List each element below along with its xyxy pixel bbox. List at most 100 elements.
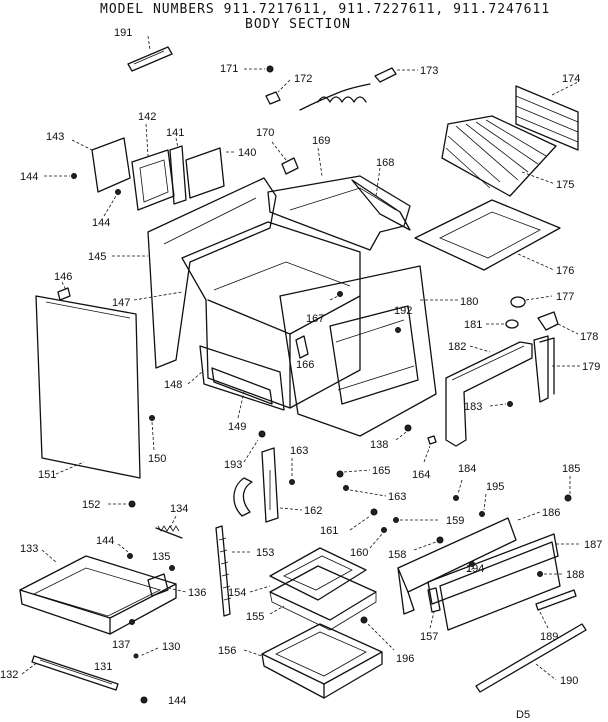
label-131: 131 (94, 661, 112, 673)
part-166-hinge-pin (295, 335, 309, 359)
label-144-c: 144 (96, 535, 114, 547)
label-143: 143 (46, 131, 64, 143)
part-152-screw (108, 500, 136, 508)
part-196-screw (360, 616, 395, 651)
label-173: 173 (420, 65, 438, 77)
part-151-side-panel (35, 295, 141, 479)
part-176-broiler-pan (414, 199, 561, 271)
part-185-screw (564, 476, 572, 502)
part-172-clip (265, 79, 291, 105)
part-190-trim-strip (475, 623, 587, 693)
label-192: 192 (394, 305, 412, 317)
label-177: 177 (556, 291, 574, 303)
part-144-screw-lower (117, 543, 148, 704)
label-159: 159 (446, 515, 464, 527)
part-146-clip (57, 281, 71, 301)
label-178: 178 (580, 331, 598, 343)
label-163-a: 163 (290, 445, 308, 457)
part-130-screw (133, 647, 159, 659)
label-185: 185 (562, 463, 580, 475)
label-132: 132 (0, 669, 18, 681)
part-154-broiler-grid (249, 547, 367, 601)
label-157: 157 (420, 631, 438, 643)
part-189-handle (535, 589, 577, 629)
part-195-screw (479, 493, 487, 517)
label-138: 138 (370, 439, 388, 451)
part-164-screw (423, 435, 437, 463)
label-189: 189 (540, 631, 558, 643)
label-152: 152 (82, 499, 100, 511)
part-182-door-gasket (445, 341, 533, 447)
part-183-screw (489, 401, 513, 407)
part-135-screw (169, 565, 175, 571)
label-137: 137 (112, 639, 130, 651)
part-186-drawer-front-frame (397, 511, 541, 615)
label-171: 171 (220, 63, 238, 75)
part-173-power-cord (299, 67, 418, 111)
label-162: 162 (304, 505, 322, 517)
label-196: 196 (396, 653, 414, 665)
label-130: 130 (162, 641, 180, 653)
part-175-oven-rack (441, 115, 557, 197)
section-title: BODY SECTION (245, 17, 351, 32)
label-175: 175 (556, 179, 574, 191)
part-181-socket (486, 319, 519, 329)
label-151: 151 (38, 469, 56, 481)
part-194-screw (465, 561, 475, 573)
label-158: 158 (388, 549, 406, 561)
part-177-bulb (510, 295, 553, 308)
label-156: 156 (218, 645, 236, 657)
part-149-drawer-slide (211, 367, 273, 419)
part-144-screw-top (44, 173, 121, 217)
part-labels: 191 171 172 173 174 142 143 141 170 169 … (0, 27, 602, 721)
model-numbers-title: MODEL NUMBERS 911.7217611, 911.7227611, … (100, 2, 550, 17)
label-167: 167 (306, 313, 324, 325)
part-155-broiler-pan (269, 565, 377, 631)
label-170: 170 (256, 127, 274, 139)
label-180: 180 (460, 296, 478, 308)
footer-code: D5 (516, 709, 530, 721)
label-169: 169 (312, 135, 330, 147)
part-171-screw (244, 65, 274, 73)
part-131-drawer-slide (21, 655, 119, 691)
label-164: 164 (412, 469, 430, 481)
part-137-screw (129, 619, 135, 625)
label-172: 172 (294, 73, 312, 85)
part-168-vent-duct (351, 167, 411, 231)
part-141-bracket (169, 137, 187, 205)
label-176: 176 (556, 265, 574, 277)
label-188: 188 (566, 569, 584, 581)
part-156-broiler-drawer (243, 623, 383, 699)
part-150-screw (149, 415, 155, 451)
part-178-lens (537, 311, 579, 335)
label-134: 134 (170, 503, 188, 515)
label-166: 166 (296, 359, 314, 371)
label-190: 190 (560, 675, 578, 687)
label-136: 136 (188, 587, 206, 599)
part-140-shield (185, 147, 236, 199)
label-135: 135 (152, 551, 170, 563)
part-160-nut (369, 527, 387, 549)
label-194: 194 (466, 563, 484, 575)
part-138-pin (395, 424, 412, 441)
part-136-bracket (147, 573, 187, 597)
label-161: 161 (320, 525, 338, 537)
part-167-screw (329, 291, 343, 301)
part-163-screws (289, 458, 387, 497)
part-159-screw (393, 517, 440, 523)
label-140: 140 (238, 147, 256, 159)
label-181: 181 (464, 319, 482, 331)
part-188-screw (537, 571, 562, 577)
part-180-door-frame (279, 265, 458, 437)
part-133-storage-drawer (19, 549, 177, 635)
label-154: 154 (228, 587, 246, 599)
part-148-bottom-panel (187, 345, 285, 411)
part-191-trim (127, 35, 173, 72)
part-145-side-frame (112, 177, 277, 369)
part-162-door-hinge (233, 447, 303, 523)
label-183: 183 (464, 401, 482, 413)
label-179: 179 (582, 361, 600, 373)
label-149: 149 (228, 421, 246, 433)
part-187-drawer-panel (427, 533, 580, 631)
